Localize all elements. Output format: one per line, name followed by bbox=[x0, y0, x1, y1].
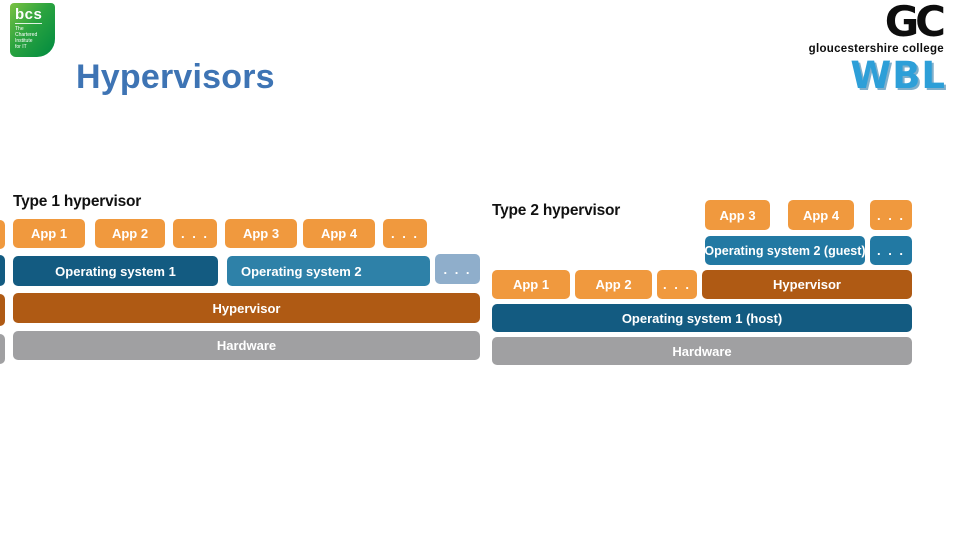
type1-os2-box: Operating system 2 bbox=[227, 256, 430, 286]
type1-app1-box: App 1 bbox=[13, 219, 85, 248]
type1-hypervisor-box: Hypervisor bbox=[13, 293, 480, 323]
gc-logo: GC gloucestershire college WBL bbox=[776, 0, 946, 97]
edge-sliver-os bbox=[0, 255, 5, 286]
type2-app1-box: App 1 bbox=[492, 270, 570, 299]
type2-apps-top-more-box: . . . bbox=[870, 200, 912, 230]
edge-sliver-app bbox=[0, 220, 5, 249]
type2-app2-box: App 2 bbox=[575, 270, 652, 299]
edge-sliver-hypervisor bbox=[0, 294, 5, 326]
bcs-logo-tagline: The Chartered Institute for IT bbox=[15, 26, 38, 50]
type1-apps-more2-box: . . . bbox=[383, 219, 427, 248]
type2-diagram-title: Type 2 hypervisor bbox=[492, 202, 621, 219]
type2-hypervisor-box: Hypervisor bbox=[702, 270, 912, 299]
type1-app3-box: App 3 bbox=[225, 219, 297, 248]
edge-sliver-hardware bbox=[0, 334, 5, 364]
gc-logo-name: gloucestershire college bbox=[808, 43, 944, 55]
type2-hardware-box: Hardware bbox=[492, 337, 912, 365]
type2-app4-box: App 4 bbox=[788, 200, 854, 230]
type2-os-host-box: Operating system 1 (host) bbox=[492, 304, 912, 332]
type1-apps-more-box: . . . bbox=[173, 219, 217, 248]
type1-os-more-box: . . . bbox=[435, 254, 480, 284]
type2-os-guest-box: Operating system 2 (guest) bbox=[704, 236, 866, 265]
type1-os1-box: Operating system 1 bbox=[13, 256, 218, 286]
type1-hardware-box: Hardware bbox=[13, 331, 480, 360]
page-title: Hypervisors bbox=[76, 58, 275, 96]
type2-app3-box: App 3 bbox=[705, 200, 770, 230]
wbl-logo: WBL bbox=[850, 54, 946, 97]
type2-apps-bottom-more-box: . . . bbox=[657, 270, 697, 299]
gc-logo-initials: GC bbox=[884, 0, 946, 46]
type1-diagram-title: Type 1 hypervisor bbox=[13, 193, 142, 210]
type1-app4-box: App 4 bbox=[303, 219, 375, 248]
type2-os-guest-more-box: . . . bbox=[870, 236, 912, 265]
type1-app2-box: App 2 bbox=[95, 219, 165, 248]
bcs-logo: bcs The Chartered Institute for IT bbox=[10, 3, 55, 57]
bcs-logo-text: bcs bbox=[15, 6, 43, 24]
